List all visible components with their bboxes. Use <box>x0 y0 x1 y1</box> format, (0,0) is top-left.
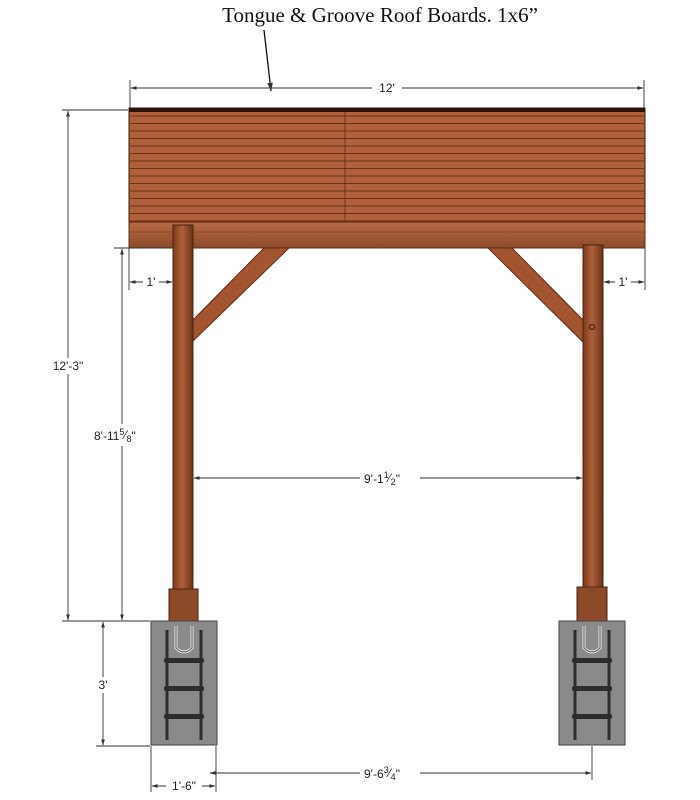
main-beam <box>128 221 646 249</box>
roof-boards-pointer-arrow <box>263 29 273 92</box>
roof-board-stack <box>128 107 646 223</box>
footing-right <box>558 620 626 746</box>
post-left <box>172 224 194 590</box>
dim-overall-width: 12' <box>379 81 395 95</box>
post-right <box>582 244 604 588</box>
rebar-tie <box>164 658 204 663</box>
roof-boards-label: Tongue & Groove Roof Boards. 1x6” <box>222 3 538 27</box>
dim-clear-span: 9'-11⁄2" <box>364 470 400 487</box>
roof-fascia-top <box>129 108 645 112</box>
post-base-left <box>168 588 199 622</box>
dim-overhang-right: 1' <box>619 275 628 289</box>
rebar-cage-left <box>164 626 204 740</box>
bolt-right <box>589 324 595 330</box>
rebar-tie <box>572 658 612 663</box>
rebar-tie <box>164 714 204 719</box>
dim-footing-depth: 3' <box>99 678 108 692</box>
rebar-cage-right <box>572 626 612 740</box>
dim-overall-height: 12'-3" <box>53 359 84 373</box>
roof-panel <box>128 107 646 223</box>
dim-post-height: 8'-115⁄8" <box>94 427 136 444</box>
dimension-labels: 12' 12'-3" 8'-115⁄8" 1' 1' 9'-11⁄2" 3' 1… <box>40 80 631 793</box>
anchor-bracket-outline <box>175 626 193 653</box>
roof-board-lines <box>130 115 644 222</box>
dim-footing-spacing: 9'-63⁄4" <box>364 765 400 782</box>
rebar-tie <box>164 686 204 691</box>
dim-overhang-left: 1' <box>147 275 156 289</box>
dim-footing-width: 1'-6" <box>172 779 196 793</box>
knee-brace-right <box>486 247 584 344</box>
rebar-tie <box>572 714 612 719</box>
footing-left <box>150 620 218 746</box>
rebar-tie <box>572 686 612 691</box>
anchor-bracket-outline <box>583 626 601 653</box>
post-base-right <box>576 586 608 622</box>
knee-brace-left <box>190 247 291 345</box>
